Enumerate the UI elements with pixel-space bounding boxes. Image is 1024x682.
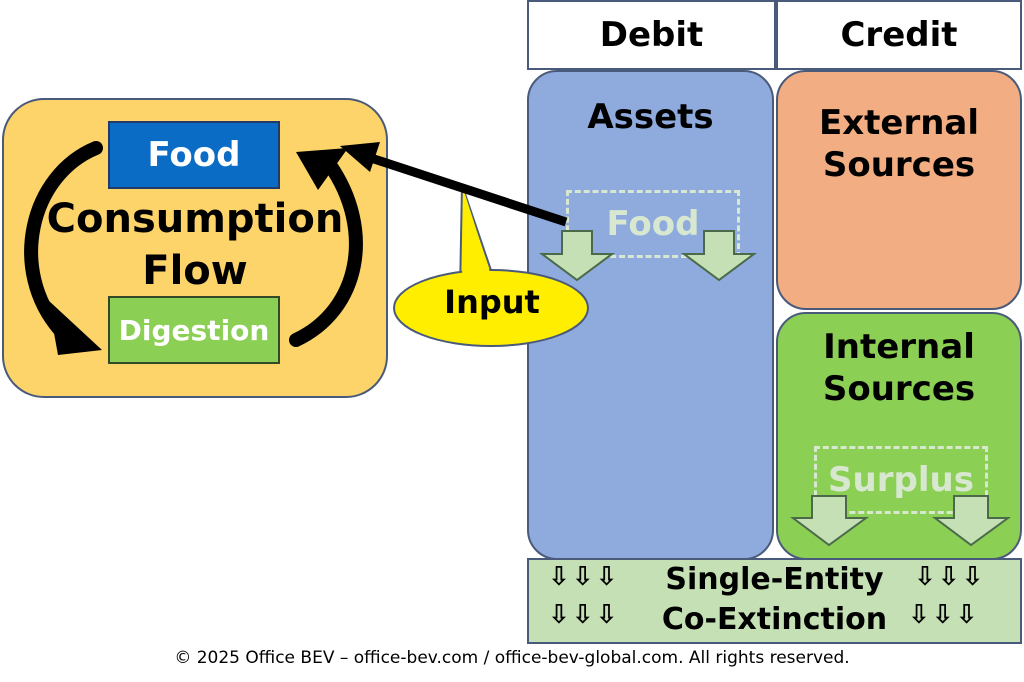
bottom-bar-text: Single-Entity Co-Extinction xyxy=(527,560,1022,640)
down-arrows-icon: ⇩⇩⇩ xyxy=(908,600,980,630)
external-title-line1: External xyxy=(818,103,980,143)
bottom-line2: Co-Extinction xyxy=(661,602,888,637)
digestion-box-label: Digestion xyxy=(118,313,270,347)
credit-header: Credit xyxy=(776,0,1022,70)
flow-title-line2: Flow xyxy=(142,248,248,294)
left-curved-arrow-icon xyxy=(24,141,103,355)
surplus-label: Surplus xyxy=(828,460,974,500)
debit-header: Debit xyxy=(527,0,776,70)
bottom-line1: Single-Entity xyxy=(665,562,884,597)
copyright-text: © 2025 Office BEV – office-bev.com / off… xyxy=(174,648,850,668)
debit-header-label: Debit xyxy=(599,15,704,55)
surplus-block-arrows-icon xyxy=(790,495,1012,547)
surplus-dashed-box: Surplus xyxy=(814,446,988,514)
down-arrows-icon: ⇩⇩⇩ xyxy=(548,600,620,630)
food-box-label: Food xyxy=(147,135,241,175)
down-arrows-icon: ⇩⇩⇩ xyxy=(914,562,986,592)
digestion-box: Digestion xyxy=(108,296,280,364)
down-arrows-icon: ⇩⇩⇩ xyxy=(548,562,620,592)
input-callout-label: Input xyxy=(444,283,540,321)
assets-food-dashed-box: Food xyxy=(566,190,740,258)
right-curved-arrow-icon xyxy=(289,148,363,347)
credit-header-label: Credit xyxy=(840,15,958,55)
assets-title: Assets xyxy=(587,97,714,137)
internal-sources-title: Internal Sources xyxy=(776,326,1022,410)
internal-title-line1: Internal xyxy=(823,327,975,367)
food-box: Food xyxy=(108,121,280,189)
external-sources-box xyxy=(776,70,1022,310)
input-callout xyxy=(393,184,589,347)
consumption-flow-title: Consumption Flow xyxy=(30,193,360,297)
external-title-line2: Sources xyxy=(822,145,976,185)
assets-food-label: Food xyxy=(606,204,700,244)
input-arrow-icon xyxy=(340,142,568,227)
internal-title-line2: Sources xyxy=(822,369,976,409)
assets-block-arrows-icon xyxy=(538,230,758,282)
single-entity-co-extinction-bar xyxy=(527,558,1022,644)
external-sources-title: External Sources xyxy=(776,102,1022,186)
flow-title-line1: Consumption xyxy=(46,196,344,242)
